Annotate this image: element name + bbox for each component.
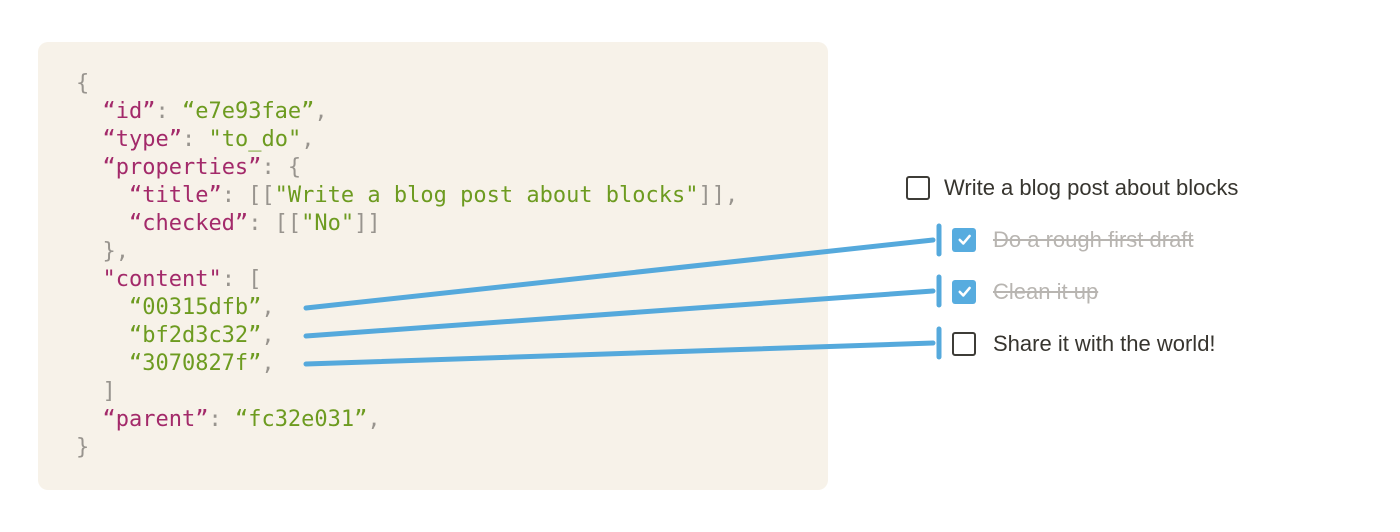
json-code-block: {“id”: “e7e93fae”,“type”: "to_do",“prope… (38, 42, 828, 462)
code-token-punct: , (314, 99, 328, 124)
code-token-value: "to_do" (208, 127, 302, 152)
code-token-value: “bf2d3c32” (128, 323, 262, 348)
code-token-punct: : [[ (221, 183, 275, 208)
code-token-value: “3070827f” (128, 351, 262, 376)
code-token-punct: , (261, 351, 275, 376)
code-token-key: “parent” (102, 407, 209, 432)
code-token-value: “e7e93fae” (181, 99, 315, 124)
code-token-value: "Write a blog post about blocks" (274, 183, 699, 208)
code-token-punct: ]], (698, 183, 739, 208)
code-token-punct: : [ (221, 267, 262, 292)
code-token-key: “properties” (102, 155, 262, 180)
code-line: “id”: “e7e93fae”, (76, 98, 828, 126)
code-line: “type”: "to_do", (76, 126, 828, 154)
code-token-key: “checked” (128, 211, 249, 236)
code-line: ] (76, 378, 828, 406)
code-line: { (76, 70, 828, 98)
code-line: “title”: [["Write a blog post about bloc… (76, 182, 828, 210)
code-line: }, (76, 238, 828, 266)
code-token-punct: : [[ (248, 211, 302, 236)
code-token-key: “id” (102, 99, 156, 124)
code-token-punct: } (76, 435, 90, 460)
todo-label: Clean it up (993, 279, 1099, 304)
code-token-punct: : (155, 99, 182, 124)
code-line: “bf2d3c32”, (76, 322, 828, 350)
code-token-punct: , (301, 127, 315, 152)
checkmark-icon (957, 234, 971, 245)
code-token-punct: ] (102, 379, 116, 404)
code-token-key: “title” (128, 183, 222, 208)
code-line: "content": [ (76, 266, 828, 294)
code-line: “00315dfb”, (76, 294, 828, 322)
todo-checkbox[interactable] (952, 331, 976, 356)
todo-item: Do a rough first draft (952, 227, 1194, 252)
code-line: “properties”: { (76, 154, 828, 182)
todo-item: Write a blog post about blocks (906, 175, 1238, 200)
code-line: “parent”: “fc32e031”, (76, 406, 828, 434)
code-token-punct: { (76, 71, 90, 96)
code-token-punct: , (367, 407, 381, 432)
code-line: } (76, 434, 828, 462)
code-token-punct: , (261, 323, 275, 348)
code-line: “3070827f”, (76, 350, 828, 378)
todo-checkbox[interactable] (952, 279, 976, 304)
code-token-key: "content" (102, 267, 222, 292)
todo-label: Write a blog post about blocks (944, 175, 1239, 200)
todo-checkbox[interactable] (906, 175, 930, 200)
code-token-value: “00315dfb” (128, 295, 262, 320)
code-token-punct: : (181, 127, 209, 152)
code-token-punct: ]] (354, 211, 381, 236)
code-token-value: “fc32e031” (234, 407, 368, 432)
code-token-punct: : { (261, 155, 302, 180)
todo-checkbox[interactable] (952, 227, 976, 252)
todo-item: Clean it up (952, 279, 1098, 304)
code-line: “checked”: [["No"]] (76, 210, 828, 238)
todo-label: Do a rough first draft (993, 227, 1194, 252)
todo-label: Share it with the world! (993, 331, 1216, 356)
checkmark-icon (957, 286, 971, 297)
code-token-punct: }, (102, 239, 129, 264)
code-token-punct: : (208, 407, 235, 432)
code-token-punct: , (261, 295, 275, 320)
code-token-key: “type” (102, 127, 182, 152)
todo-item: Share it with the world! (952, 331, 1216, 356)
json-code-panel: {“id”: “e7e93fae”,“type”: "to_do",“prope… (38, 42, 828, 490)
code-token-value: "No" (301, 211, 355, 236)
